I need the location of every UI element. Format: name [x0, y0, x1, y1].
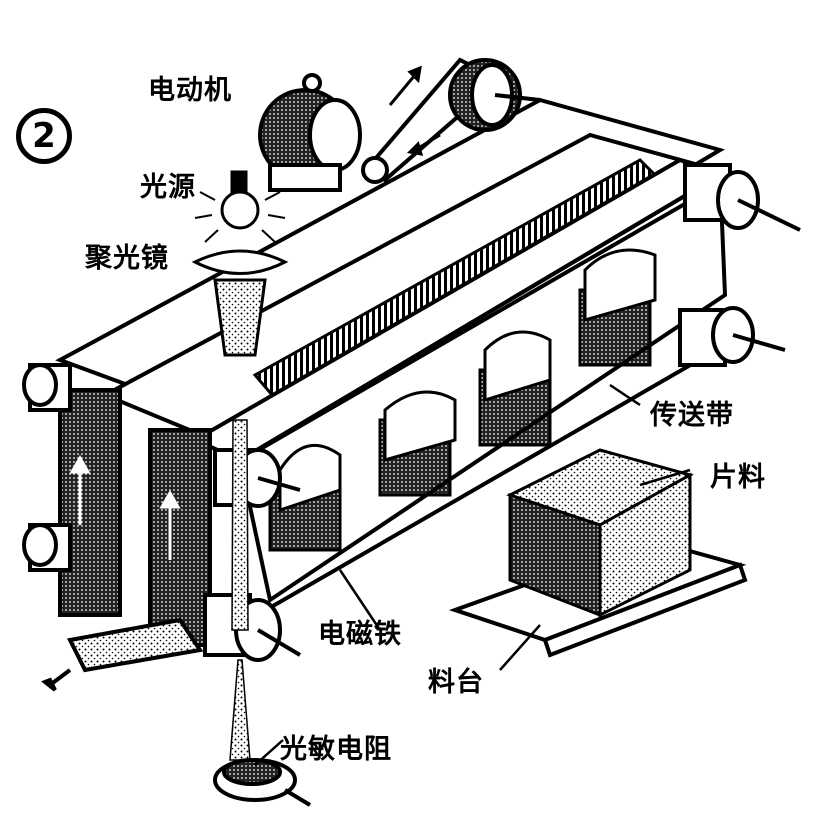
electromagnet-4: [578, 248, 657, 367]
sheet-material-stack-icon: [506, 448, 694, 618]
label-sheet-material: 片料: [710, 462, 766, 493]
label-photoresistor: 光敏电阻: [280, 734, 392, 765]
label-condenser-lens: 聚光镜: [85, 243, 169, 274]
label-electromagnet: 电磁铁: [318, 619, 402, 650]
label-light-source: 光源: [140, 172, 196, 203]
light-beam: [229, 419, 251, 761]
roller-front-bottom: [203, 593, 302, 662]
roller-left-bottom: [22, 523, 72, 572]
condenser-lens-icon: [191, 249, 289, 357]
roller-rear-top: [683, 163, 801, 232]
front-conveyor-belt: [58, 157, 728, 647]
roller-left-top: [22, 363, 72, 412]
roller-rear-mid: [678, 306, 786, 367]
label-material-table: 料台: [428, 667, 484, 698]
electromagnet-1: [268, 444, 342, 552]
motor-belt-arrows: [388, 65, 441, 156]
leader-lines: [254, 383, 691, 766]
motor-icon: [258, 57, 541, 192]
belt-direction-arrows: [69, 454, 181, 560]
electromagnet-2: [378, 390, 457, 497]
electromagnet-row: [268, 248, 657, 552]
photoresistor-icon: [213, 758, 312, 807]
output-tray: [41, 617, 204, 692]
rollers: [22, 163, 801, 662]
label-motor: 电动机: [148, 75, 232, 106]
electromagnet-3: [478, 330, 552, 447]
label-conveyor-belt: 传送带: [650, 400, 734, 431]
light-source-icon: [194, 170, 286, 243]
figure-number-badge: 2: [16, 108, 72, 164]
